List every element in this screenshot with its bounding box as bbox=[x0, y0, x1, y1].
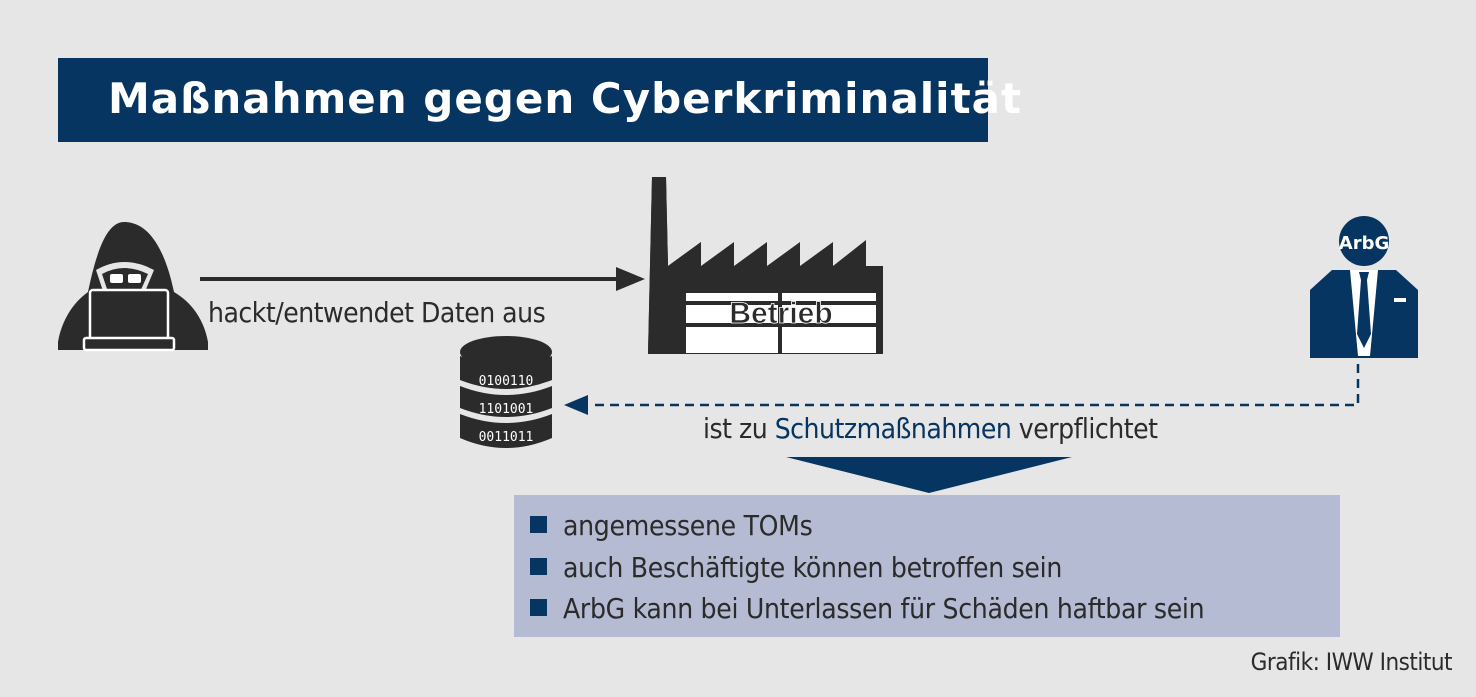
factory-label: Betrieb bbox=[729, 297, 832, 330]
down-triangle-icon bbox=[786, 457, 1072, 493]
measures-list: angemessene TOMs auch Beschäftigte könne… bbox=[514, 495, 1340, 637]
list-item: auch Beschäftigte können betroffen sein bbox=[530, 551, 1062, 584]
list-item-text: ArbG kann bei Unterlassen für Schäden ha… bbox=[563, 592, 1205, 625]
duty-label-highlight: Schutzmaßnahmen bbox=[774, 412, 1012, 445]
hacker-icon bbox=[58, 222, 208, 352]
factory-icon: Betrieb bbox=[648, 177, 883, 354]
list-item: ArbG kann bei Unterlassen für Schäden ha… bbox=[530, 592, 1205, 625]
duty-label-before: ist zu bbox=[703, 412, 775, 445]
bullet-icon bbox=[530, 599, 547, 616]
list-item: angemessene TOMs bbox=[530, 509, 813, 542]
employer-label: ArbG bbox=[1339, 233, 1389, 254]
credit: Grafik: IWW Institut bbox=[1250, 648, 1453, 676]
duty-label: ist zu Schutzmaßnahmen verpflichtet bbox=[703, 412, 1158, 445]
list-item-text: angemessene TOMs bbox=[563, 509, 813, 542]
duty-label-after: verpflichtet bbox=[1011, 412, 1158, 445]
db-row: 0011011 bbox=[479, 430, 534, 445]
db-row: 0100110 bbox=[479, 374, 534, 389]
employer-icon: ArbG bbox=[1310, 216, 1418, 358]
page-title: Maßnahmen gegen Cyberkriminalität bbox=[108, 74, 1023, 123]
action-label: hackt/entwendet Daten aus bbox=[208, 296, 546, 329]
database-icon: 0100110 1101001 0011011 bbox=[460, 336, 552, 448]
duty-arrow bbox=[564, 364, 1360, 415]
bullet-icon bbox=[530, 516, 547, 533]
attack-arrow bbox=[200, 267, 645, 291]
list-item-text: auch Beschäftigte können betroffen sein bbox=[563, 551, 1062, 584]
bullet-icon bbox=[530, 558, 547, 575]
db-row: 1101001 bbox=[479, 402, 534, 417]
title-banner bbox=[58, 58, 988, 142]
